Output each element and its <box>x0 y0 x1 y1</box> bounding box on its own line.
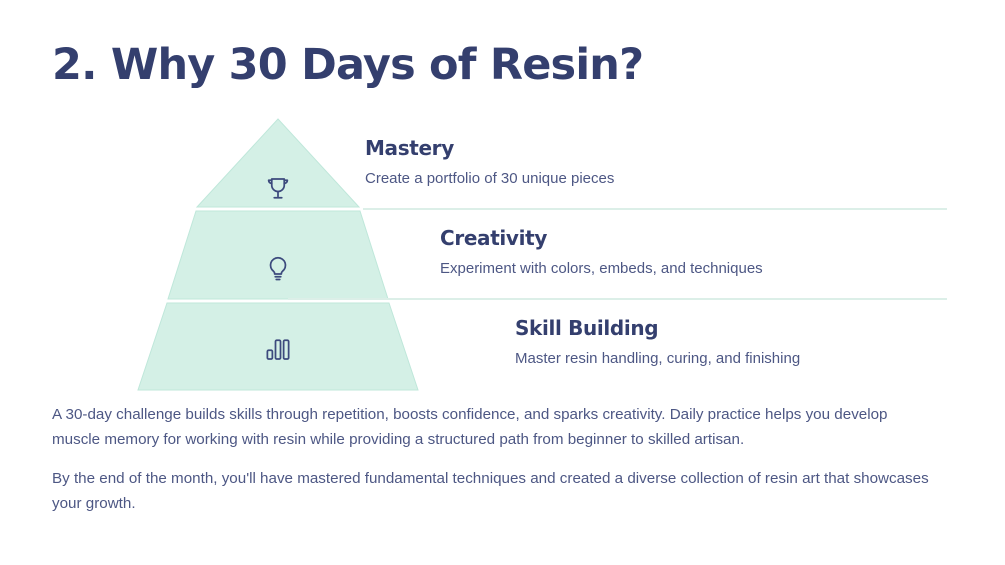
pyramid-tier-label-mastery: Mastery Create a portfolio of 30 unique … <box>365 136 614 187</box>
page-title: 2. Why 30 Days of Resin? <box>52 40 644 90</box>
tier-description: Experiment with colors, embeds, and tech… <box>440 260 763 277</box>
pyramid-tier-skill-building <box>137 302 419 391</box>
body-paragraph: By the end of the month, you'll have mas… <box>52 470 929 512</box>
tier-description: Create a portfolio of 30 unique pieces <box>365 170 615 187</box>
tier-divider <box>363 208 947 210</box>
tier-title: Skill Building <box>515 316 659 340</box>
tier-title: Creativity <box>440 226 548 250</box>
bar-chart-icon <box>263 334 293 364</box>
tier-description: Master resin handling, curing, and finis… <box>515 350 801 367</box>
tier-divider <box>288 298 947 300</box>
body-paragraph: A 30-day challenge builds skills through… <box>52 406 888 448</box>
pyramid-tier-label-creativity: Creativity Experiment with colors, embed… <box>440 226 763 277</box>
pyramid-tier-label-skill-building: Skill Building Master resin handling, cu… <box>515 316 800 367</box>
pyramid-tier-mastery <box>195 118 361 208</box>
body-copy: A 30-day challenge builds skills through… <box>52 402 932 516</box>
trophy-icon <box>263 174 293 204</box>
lightbulb-icon <box>263 254 293 284</box>
tier-title: Mastery <box>365 136 454 160</box>
pyramid-diagram <box>50 112 510 402</box>
